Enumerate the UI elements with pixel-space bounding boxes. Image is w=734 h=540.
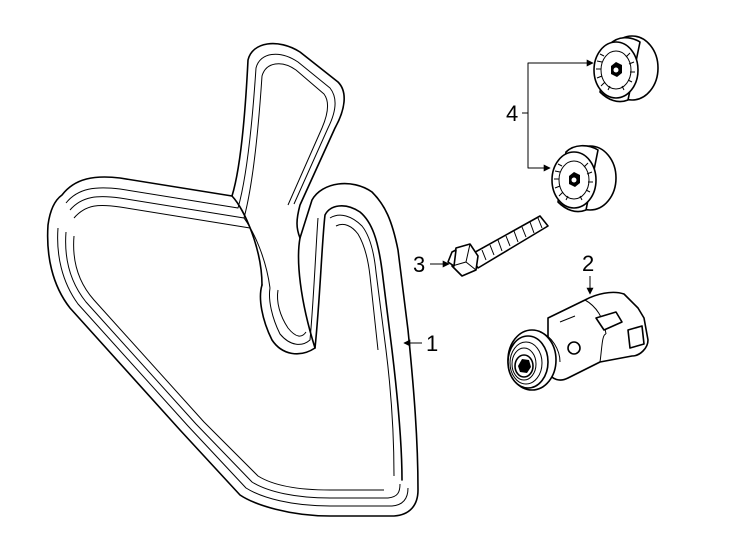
callout-1: 1 <box>426 331 438 356</box>
idler-pulley-lower[interactable] <box>551 144 617 213</box>
serpentine-belt[interactable] <box>46 42 419 517</box>
idler-pulley-upper[interactable] <box>593 35 659 103</box>
belt-tensioner[interactable] <box>507 291 649 391</box>
tensioner-bolt[interactable] <box>447 215 549 277</box>
callout-3: 3 <box>413 252 425 277</box>
callout-2: 2 <box>582 251 594 276</box>
callout-4: 4 <box>506 101 518 126</box>
callout-4-leader <box>522 59 594 172</box>
